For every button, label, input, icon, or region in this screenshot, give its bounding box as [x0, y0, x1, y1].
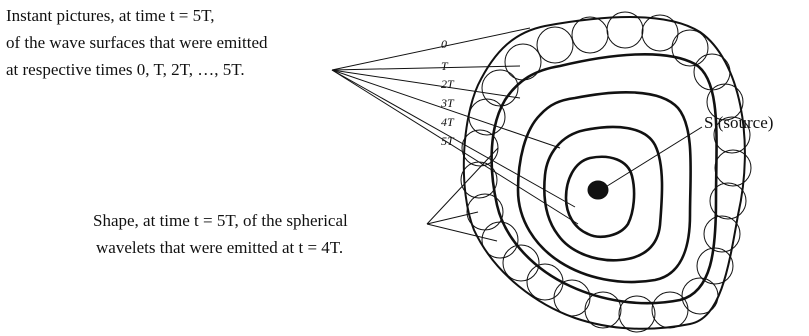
time-label-3T: 3T [441, 96, 454, 110]
leader-line-5T [332, 70, 578, 224]
caption-top-line3: at respective times 0, T, 2T, …, 5T. [6, 59, 245, 81]
time-label-4T: 4T [441, 115, 454, 129]
time-label-2T: 2T [441, 77, 454, 91]
source-dot [588, 181, 608, 199]
time-label-0: 0 [441, 37, 447, 51]
caption-top-line2: of the wave surfaces that were emitted [6, 32, 268, 54]
caption-bottom-line1: Shape, at time t = 5T, of the spherical [93, 210, 348, 232]
source-leader-line [604, 127, 702, 188]
spherical-wavelets [461, 12, 751, 332]
time-label-T: T [441, 59, 448, 73]
time-label-5T: 5T [441, 134, 454, 148]
leader-line-2T [332, 70, 520, 98]
source-label: S (source) [704, 113, 773, 133]
leader-line-0 [332, 28, 530, 70]
caption-top-line1: Instant pictures, at time t = 5T, [6, 5, 215, 27]
leader-line-T [332, 66, 520, 70]
caption-bottom-line2: wavelets that were emitted at t = 4T. [96, 237, 343, 259]
